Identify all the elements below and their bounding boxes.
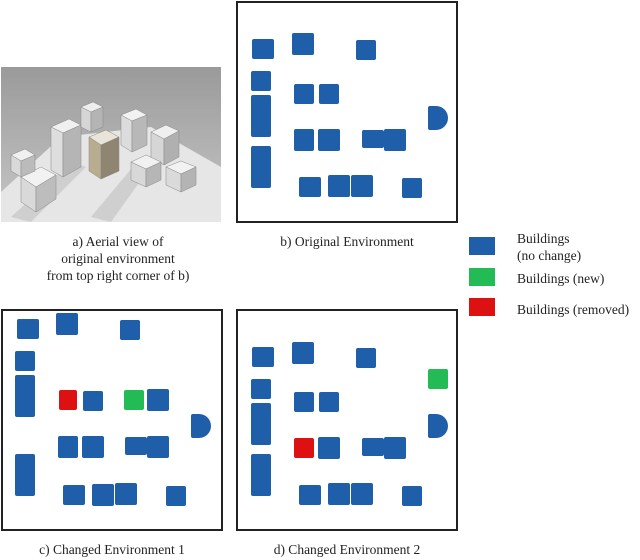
building-unchanged — [125, 437, 147, 455]
caption-a-line-3: from top right corner of b) — [46, 268, 190, 283]
legend-label-no-change: Buildings (no change) — [517, 231, 582, 263]
caption-d: d) Changed Environment 2 — [273, 542, 421, 557]
building-unchanged — [362, 438, 384, 456]
building-unchanged — [328, 483, 350, 505]
building-unchanged — [166, 486, 186, 506]
building-unchanged — [328, 175, 350, 197]
building-unchanged — [15, 351, 35, 371]
building-unchanged — [120, 320, 140, 340]
caption-a: a) Aerial view of original environment f… — [0, 233, 236, 284]
building-unchanged — [251, 146, 271, 188]
building-unchanged — [384, 129, 406, 151]
building-unchanged — [251, 71, 271, 91]
panel-changed-environment-2 — [236, 309, 458, 531]
caption-a-line-2: original environment — [61, 251, 175, 266]
building-unchanged — [15, 454, 35, 496]
building-unchanged — [82, 436, 104, 458]
building-unchanged — [319, 392, 339, 412]
building-unchanged — [147, 436, 169, 458]
building-unchanged — [147, 389, 169, 411]
building-unchanged — [251, 95, 271, 137]
building-unchanged — [56, 313, 78, 335]
building-unchanged — [292, 342, 314, 364]
legend-label-new: Buildings (new) — [517, 271, 605, 286]
building-unchanged — [318, 129, 340, 151]
building-unchanged — [294, 392, 314, 412]
building-unchanged — [362, 130, 384, 148]
caption-a-line-1: a) Aerial view of — [72, 234, 164, 249]
building-unchanged — [251, 403, 271, 445]
building-removed — [59, 390, 77, 410]
building-new — [428, 369, 448, 389]
building-unchanged — [63, 485, 85, 505]
building-new — [124, 390, 144, 410]
building-unchanged — [252, 347, 274, 367]
legend-swatch-no-change — [469, 237, 495, 255]
panel-changed-environment-1 — [1, 309, 223, 531]
building-removed — [294, 438, 314, 458]
building-unchanged — [292, 33, 314, 55]
building-unchanged — [402, 178, 422, 198]
building-unchanged — [115, 483, 137, 505]
legend-swatch-removed — [469, 298, 495, 316]
building-unchanged — [92, 484, 114, 506]
building-unchanged — [251, 454, 271, 496]
building-unchanged — [384, 437, 406, 459]
building-unchanged — [294, 129, 314, 151]
building-unchanged — [402, 486, 422, 506]
building-unchanged — [251, 379, 271, 399]
building-unchanged — [428, 106, 448, 130]
building-unchanged — [252, 39, 274, 59]
building-unchanged — [191, 414, 211, 438]
building-unchanged — [318, 437, 340, 459]
building-unchanged — [428, 414, 448, 438]
legend-label-removed: Buildings (removed) — [517, 302, 630, 317]
building-unchanged — [319, 84, 339, 104]
building-unchanged — [299, 485, 321, 505]
legend-swatch-new — [469, 268, 495, 286]
caption-b: b) Original Environment — [280, 234, 414, 249]
building-unchanged — [299, 177, 321, 197]
building-unchanged — [356, 40, 376, 60]
building-unchanged — [351, 483, 373, 505]
aerial-view-image — [1, 67, 221, 222]
caption-c: c) Changed Environment 1 — [39, 542, 185, 557]
building-unchanged — [356, 348, 376, 368]
building-unchanged — [17, 319, 39, 339]
panel-original-environment — [236, 1, 458, 223]
building-unchanged — [15, 375, 35, 417]
building-unchanged — [83, 391, 103, 411]
building-unchanged — [58, 436, 78, 458]
building-unchanged — [294, 84, 314, 104]
building-unchanged — [351, 175, 373, 197]
